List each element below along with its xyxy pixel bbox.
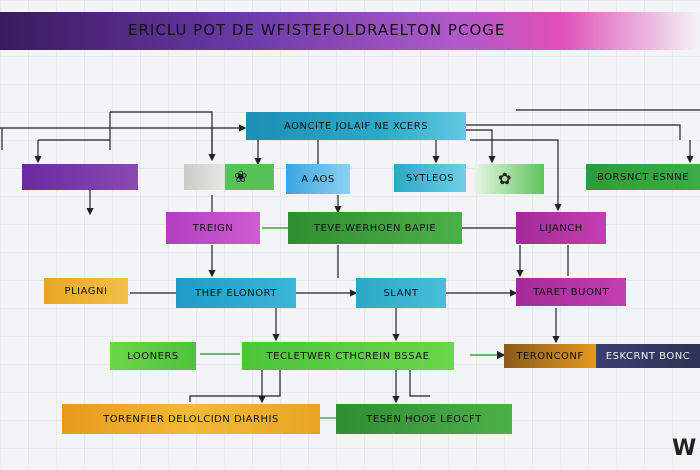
leaf-icon: ❀ <box>234 167 248 186</box>
node-r3-left: PLIAGNI <box>44 278 128 304</box>
node-r2-right: LIJANCH <box>516 212 606 244</box>
node-r2-center: TEVE.WERHOEN BAPIE <box>288 212 462 244</box>
node-label: TARET BUONT <box>533 286 609 298</box>
node-label: TORENFIER DELOLCIDN DIARHIS <box>103 413 279 425</box>
node-label: AONCITE JOLAIF NE XCERS <box>283 120 429 132</box>
node-label: TREIGN <box>192 222 234 234</box>
node-r4-far-right: ESKCRNT BONC <box>596 344 700 368</box>
node-r1-blue: A AOS <box>286 164 350 194</box>
node-label: A AOS <box>301 173 335 185</box>
node-label: TERONCONF <box>516 350 584 362</box>
leaf-icon: ✿ <box>498 169 512 188</box>
node-r4-left: LOONERS <box>110 342 196 370</box>
node-label: TESEN HOOE LEOCFT <box>366 413 482 425</box>
node-label: ESKCRNT BONC <box>605 350 691 362</box>
node-label: SYTLEOS <box>405 172 455 184</box>
node-r1-gray <box>184 164 274 190</box>
node-label: SLANT <box>383 287 419 299</box>
node-r1-right: BORSNCT ESNNE <box>586 164 700 190</box>
node-r3-right: TARET BUONT <box>516 278 626 306</box>
node-label: BORSNCT ESNNE <box>596 171 690 183</box>
node-label: LOONERS <box>127 350 179 362</box>
node-r3-center: THEF ELONORT <box>176 278 296 308</box>
node-r4-right: TERONCONF <box>504 344 596 368</box>
node-label: TECLETWER CTHCREIN BSSAE <box>266 350 430 362</box>
node-r5-left: TORENFIER DELOLCIDN DIARHIS <box>62 404 320 434</box>
node-r1-teal: SYTLEOS <box>394 164 466 192</box>
node-r2-left: TREIGN <box>166 212 260 244</box>
node-r3-mid: SLANT <box>356 278 446 308</box>
diagram-title: ERICLU POT DE WFISTEFOLDRAELTON PCOGE <box>128 21 506 39</box>
node-label: LIJANCH <box>539 222 583 234</box>
node-top-center: AONCITE JOLAIF NE XCERS <box>246 112 466 140</box>
node-r5-center: TESEN HOOE LEOCFT <box>336 404 512 434</box>
node-r1-green <box>474 164 544 194</box>
node-r4-center: TECLETWER CTHCREIN BSSAE <box>242 342 454 370</box>
node-label: PLIAGNI <box>64 285 108 297</box>
title-banner <box>0 12 700 50</box>
node-label: TEVE.WERHOEN BAPIE <box>313 222 437 234</box>
node-r1-purple <box>22 164 138 190</box>
logo-icon: W <box>672 436 697 461</box>
node-label: THEF ELONORT <box>195 287 277 299</box>
